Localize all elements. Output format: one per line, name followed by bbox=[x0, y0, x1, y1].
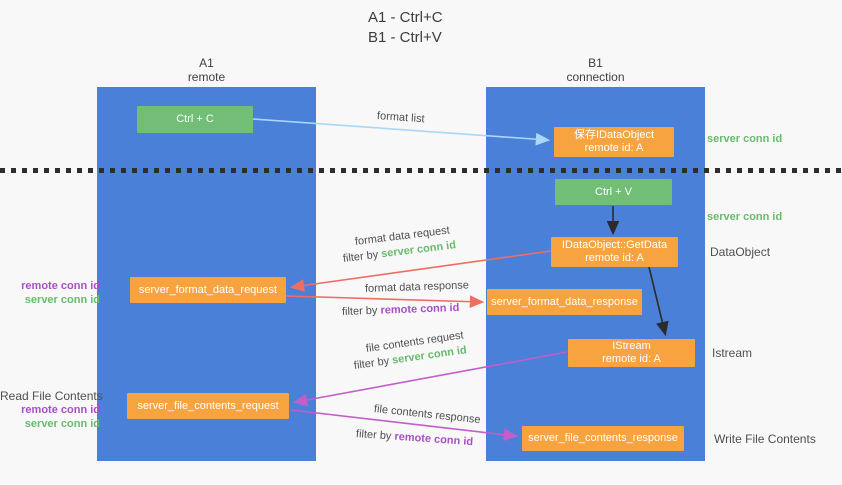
save-idataobject-remote-id: remote id: A bbox=[584, 142, 644, 154]
file-contents-response-label: file contents response bbox=[373, 403, 482, 427]
save-idataobject-node: 保存IDataObject remote id: A bbox=[554, 127, 674, 157]
read-file-contents-annotation: Read File Contents bbox=[0, 389, 103, 403]
dataobject-annotation: DataObject bbox=[710, 245, 771, 259]
right-column-header: B1 connection bbox=[486, 56, 705, 84]
server-conn-id-annotation-mid: server conn id bbox=[707, 211, 783, 223]
server-conn-id-annotation: server conn id bbox=[24, 294, 100, 306]
write-file-contents-annotation: Write File Contents bbox=[714, 432, 816, 446]
getdata-node: IDataObject::GetData remote id: A bbox=[551, 237, 678, 267]
ctrl-v-node: Ctrl + V bbox=[555, 179, 672, 205]
ctrl-c-label: Ctrl + C bbox=[176, 113, 214, 125]
server-file-contents-request-label: server_file_contents_request bbox=[137, 399, 279, 412]
ctrl-c-node: Ctrl + C bbox=[137, 106, 253, 133]
left-conn-id-group-top: remote conn id server conn id bbox=[0, 279, 100, 307]
format-list-label: format list bbox=[376, 110, 425, 126]
istream-annotation: Istream bbox=[712, 346, 753, 360]
server-file-contents-response-node: server_file_contents_response bbox=[522, 426, 684, 451]
save-idataobject-title: 保存IDataObject bbox=[573, 129, 655, 141]
remote-conn-id-text: remote conn id bbox=[394, 430, 474, 449]
filter-by-remote-conn-id-label-2: filter by remote conn id bbox=[356, 428, 474, 448]
server-format-data-response-label: server_format_data_response bbox=[491, 295, 638, 308]
format-data-response-label: format data response bbox=[364, 279, 470, 295]
filter-by-text: filter by bbox=[342, 248, 379, 265]
left-conn-id-group-bottom: Read File Contents remote conn id server… bbox=[0, 389, 103, 431]
remote-conn-id-annotation: remote conn id bbox=[21, 404, 100, 416]
filter-by-text: filter by bbox=[353, 355, 390, 372]
getdata-title: IDataObject::GetData bbox=[561, 239, 668, 251]
right-column-name: B1 bbox=[588, 56, 603, 70]
remote-conn-id-annotation: remote conn id bbox=[21, 280, 100, 292]
filter-by-text: filter by bbox=[341, 304, 378, 318]
left-column-name: A1 bbox=[199, 56, 214, 70]
server-format-data-request-node: server_format_data_request bbox=[130, 277, 286, 303]
server-format-data-request-label: server_format_data_request bbox=[138, 283, 278, 296]
getdata-remote-id: remote id: A bbox=[585, 252, 644, 264]
istream-remote-id: remote id: A bbox=[602, 353, 661, 365]
filter-by-remote-conn-id-label-1: filter by remote conn id bbox=[342, 302, 460, 318]
server-file-contents-response-label: server_file_contents_response bbox=[528, 432, 678, 444]
server-conn-id-annotation-top: server conn id bbox=[707, 133, 783, 145]
right-column-role: connection bbox=[566, 70, 625, 84]
title-line-2: B1 - Ctrl+V bbox=[368, 29, 442, 46]
filter-by-text: filter by bbox=[355, 428, 392, 443]
phase-separator-dotted-line bbox=[0, 168, 842, 173]
server-format-data-response-node: server_format_data_response bbox=[487, 289, 642, 315]
istream-title: IStream bbox=[612, 340, 651, 352]
ctrl-v-label: Ctrl + V bbox=[595, 185, 632, 198]
remote-conn-id-text: remote conn id bbox=[380, 301, 460, 317]
server-conn-id-annotation: server conn id bbox=[24, 418, 100, 430]
server-file-contents-request-node: server_file_contents_request bbox=[127, 393, 289, 419]
title-line-1: A1 - Ctrl+C bbox=[368, 9, 443, 26]
left-column-role: remote bbox=[187, 70, 226, 84]
istream-node: IStream remote id: A bbox=[568, 339, 695, 367]
diagram-title: A1 - Ctrl+C B1 - Ctrl+V bbox=[368, 8, 443, 48]
left-column-header: A1 remote bbox=[97, 56, 316, 84]
